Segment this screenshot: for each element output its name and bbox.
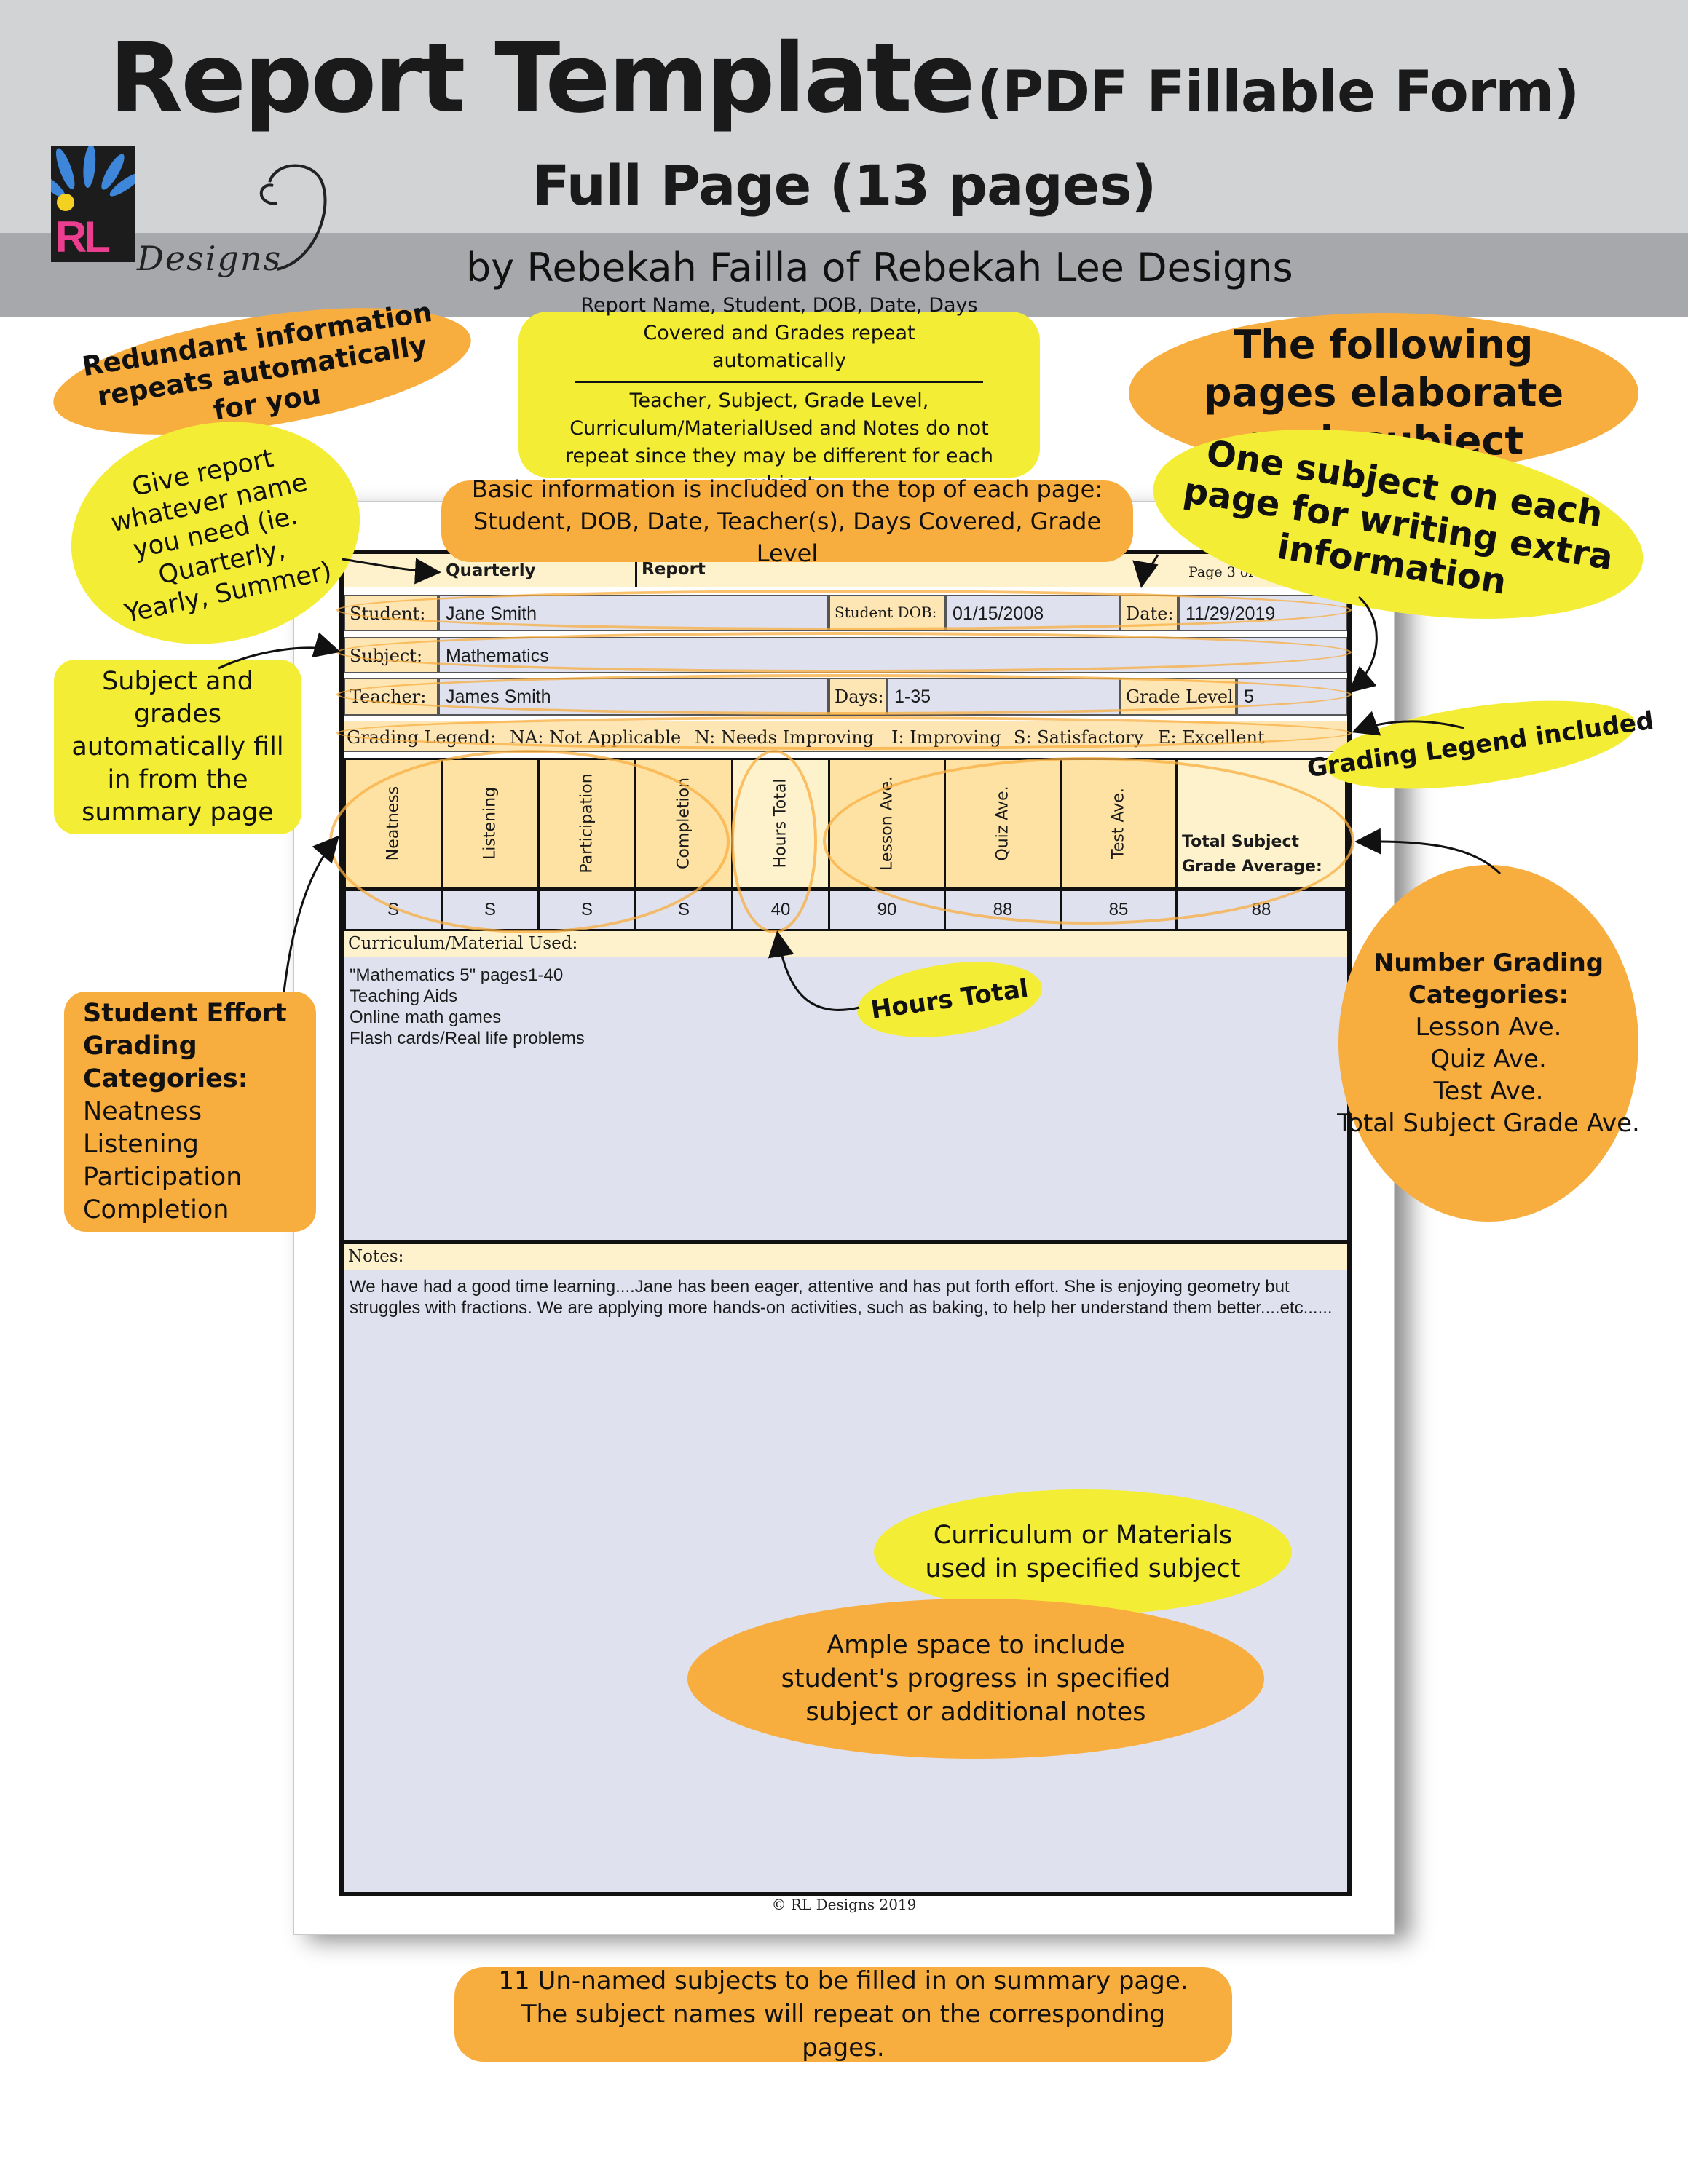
logo-swirl <box>259 164 327 271</box>
callout-unnamed-subjects: 11 Un-named subjects to be filled in on … <box>454 1966 1232 2062</box>
flower-icon <box>51 146 135 211</box>
copyright: © RL Designs 2019 <box>771 1896 917 1913</box>
highlight-ring <box>336 632 1352 673</box>
highlight-ring <box>823 757 1354 925</box>
callout-number-categories: Number Grading Categories: Lesson Ave. Q… <box>1337 865 1640 1222</box>
number-item: Quiz Ave. <box>1430 1045 1547 1074</box>
highlight-ring <box>336 674 1352 715</box>
callout-basic-info: Basic information is included on the top… <box>441 475 1133 567</box>
highlight-ring <box>329 750 730 933</box>
highlight-ring <box>731 750 817 933</box>
notes-text: We have had a good time learning....Jane… <box>350 1277 1333 1318</box>
number-item: Test Ave. <box>1433 1077 1544 1106</box>
curriculum-line: Teaching Aids <box>350 986 458 1006</box>
rl-designs-logo: RL <box>51 146 135 262</box>
logo-script-word: Designs <box>137 239 283 278</box>
report-type-field[interactable]: Quarterly <box>446 561 536 580</box>
effort-item: Neatness <box>83 1096 202 1126</box>
number-item: Lesson Ave. <box>1415 1013 1562 1042</box>
byline-band <box>0 233 1688 317</box>
callout-curriculum-used: Curriculum or Materials used in specifie… <box>874 1489 1292 1615</box>
byline: by Rebekah Failla of Rebekah Lee Designs <box>466 245 1293 290</box>
effort-item: Listening <box>83 1129 200 1159</box>
curriculum-line: Flash cards/Real life problems <box>350 1029 585 1048</box>
effort-item: Participation <box>83 1162 242 1192</box>
page-subtitle: Full Page (13 pages) <box>532 153 1157 218</box>
curriculum-field[interactable]: "Mathematics 5" pages1-40 Teaching Aids … <box>344 957 1347 1244</box>
curriculum-line: Online math games <box>350 1008 502 1027</box>
curriculum-label: Curriculum/Material Used: <box>344 931 1347 957</box>
logo-letters: RL <box>55 213 111 261</box>
notes-label: Notes: <box>344 1244 1347 1270</box>
page-title: Report Template (PDF Fillable Form) <box>109 23 1579 135</box>
callout-autofill: Subject and grades automatically fill in… <box>54 660 301 834</box>
curriculum-line: "Mathematics 5" pages1-40 <box>350 965 564 985</box>
header-banner <box>0 0 1688 233</box>
effort-item: Completion <box>83 1195 229 1224</box>
callout-effort-categories: Student Effort Grading Categories: Neatn… <box>64 992 316 1232</box>
callout-repeat-info: Report Name, Student, DOB, Date, Days Co… <box>518 294 1040 495</box>
highlight-ring <box>336 716 1352 750</box>
number-item: Total Subject Grade Ave. <box>1337 1109 1640 1138</box>
highlight-ring <box>336 590 1352 630</box>
report-label: Report <box>635 554 1171 587</box>
callout-ample-space: Ample space to include student's progres… <box>687 1599 1264 1759</box>
